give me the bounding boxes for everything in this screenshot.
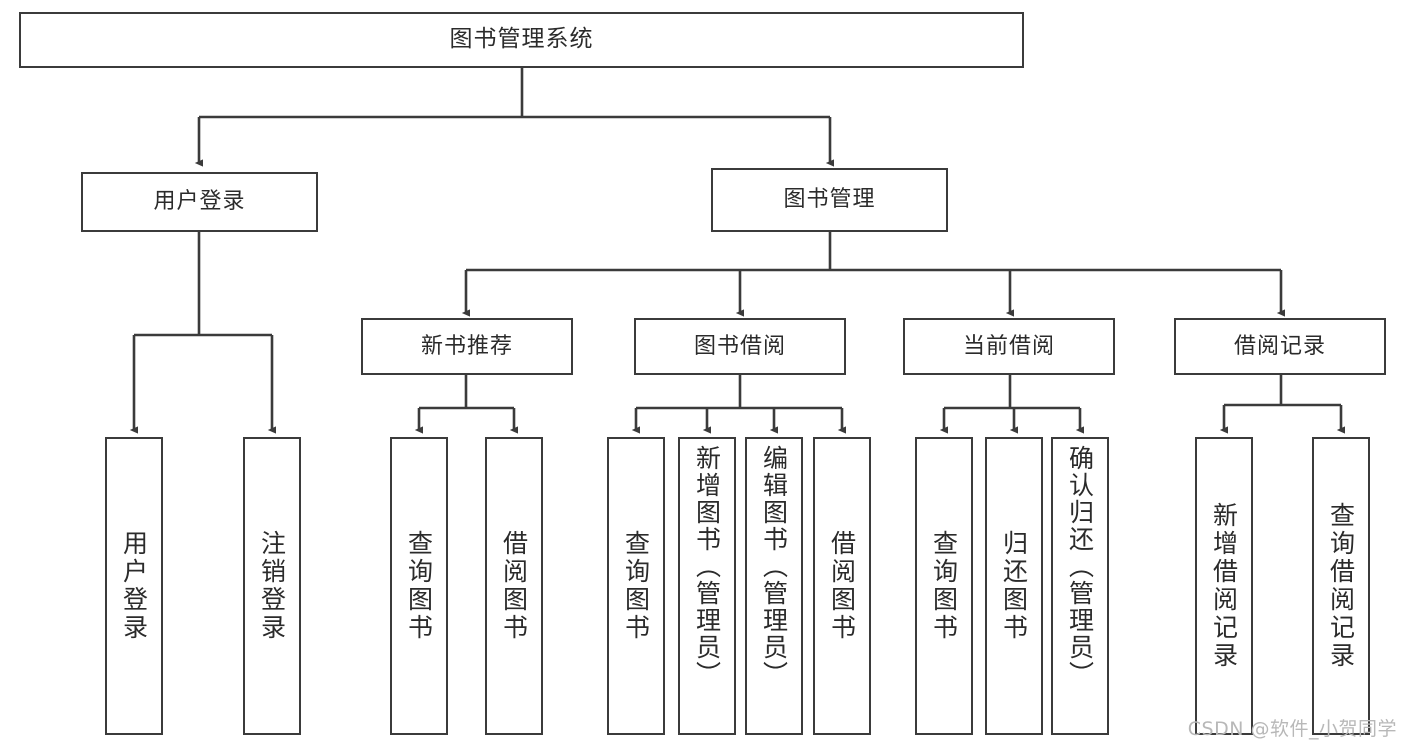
node-label: 查询借阅记录 <box>1326 502 1356 670</box>
node-label: 借阅图书 <box>499 530 529 642</box>
leaf-user-logout[interactable]: 注销登录 <box>243 437 301 735</box>
leaf-edit-book-admin[interactable]: 编辑图书（管理员） <box>745 437 803 735</box>
leaf-query-book-borrow[interactable]: 查询图书 <box>607 437 665 735</box>
node-label: 用户登录 <box>153 189 246 215</box>
node-label: 注销登录 <box>257 530 287 642</box>
node-label: 新书推荐 <box>420 333 513 359</box>
node-book-management[interactable]: 图书管理 <box>711 168 948 232</box>
leaf-user-login[interactable]: 用户登录 <box>105 437 163 735</box>
leaf-query-borrow-record[interactable]: 查询借阅记录 <box>1312 437 1370 735</box>
leaf-add-borrow-record[interactable]: 新增借阅记录 <box>1195 437 1253 735</box>
node-label: 图书借阅 <box>693 333 786 359</box>
leaf-borrow-book-borrow[interactable]: 借阅图书 <box>813 437 871 735</box>
node-root-book-management-system[interactable]: 图书管理系统 <box>19 12 1024 68</box>
node-label: 新增图书（管理员） <box>692 445 722 688</box>
node-current-borrow[interactable]: 当前借阅 <box>903 318 1115 375</box>
node-borrow-record[interactable]: 借阅记录 <box>1174 318 1386 375</box>
node-label: 图书管理 <box>783 187 876 213</box>
node-label: 图书管理系统 <box>449 26 594 53</box>
leaf-confirm-return-admin[interactable]: 确认归还（管理员） <box>1051 437 1109 735</box>
csdn-watermark: CSDN @软件_小贺同学 <box>1187 718 1397 740</box>
node-label: 查询图书 <box>621 530 651 642</box>
node-label: 用户登录 <box>119 530 149 642</box>
node-label: 查询图书 <box>929 530 959 642</box>
node-label: 确认归还（管理员） <box>1065 445 1095 688</box>
node-user-login[interactable]: 用户登录 <box>81 172 318 232</box>
node-label: 编辑图书（管理员） <box>759 445 789 688</box>
leaf-borrow-book-recommend[interactable]: 借阅图书 <box>485 437 543 735</box>
leaf-add-book-admin[interactable]: 新增图书（管理员） <box>678 437 736 735</box>
node-label: 当前借阅 <box>962 333 1055 359</box>
node-new-book-recommend[interactable]: 新书推荐 <box>361 318 573 375</box>
leaf-query-book-recommend[interactable]: 查询图书 <box>390 437 448 735</box>
node-label: 借阅图书 <box>827 530 857 642</box>
node-label: 新增借阅记录 <box>1209 502 1239 670</box>
node-label: 借阅记录 <box>1233 333 1326 359</box>
node-book-borrow[interactable]: 图书借阅 <box>634 318 846 375</box>
node-label: 归还图书 <box>999 530 1029 642</box>
node-label: 查询图书 <box>404 530 434 642</box>
leaf-query-book-current[interactable]: 查询图书 <box>915 437 973 735</box>
leaf-return-book[interactable]: 归还图书 <box>985 437 1043 735</box>
